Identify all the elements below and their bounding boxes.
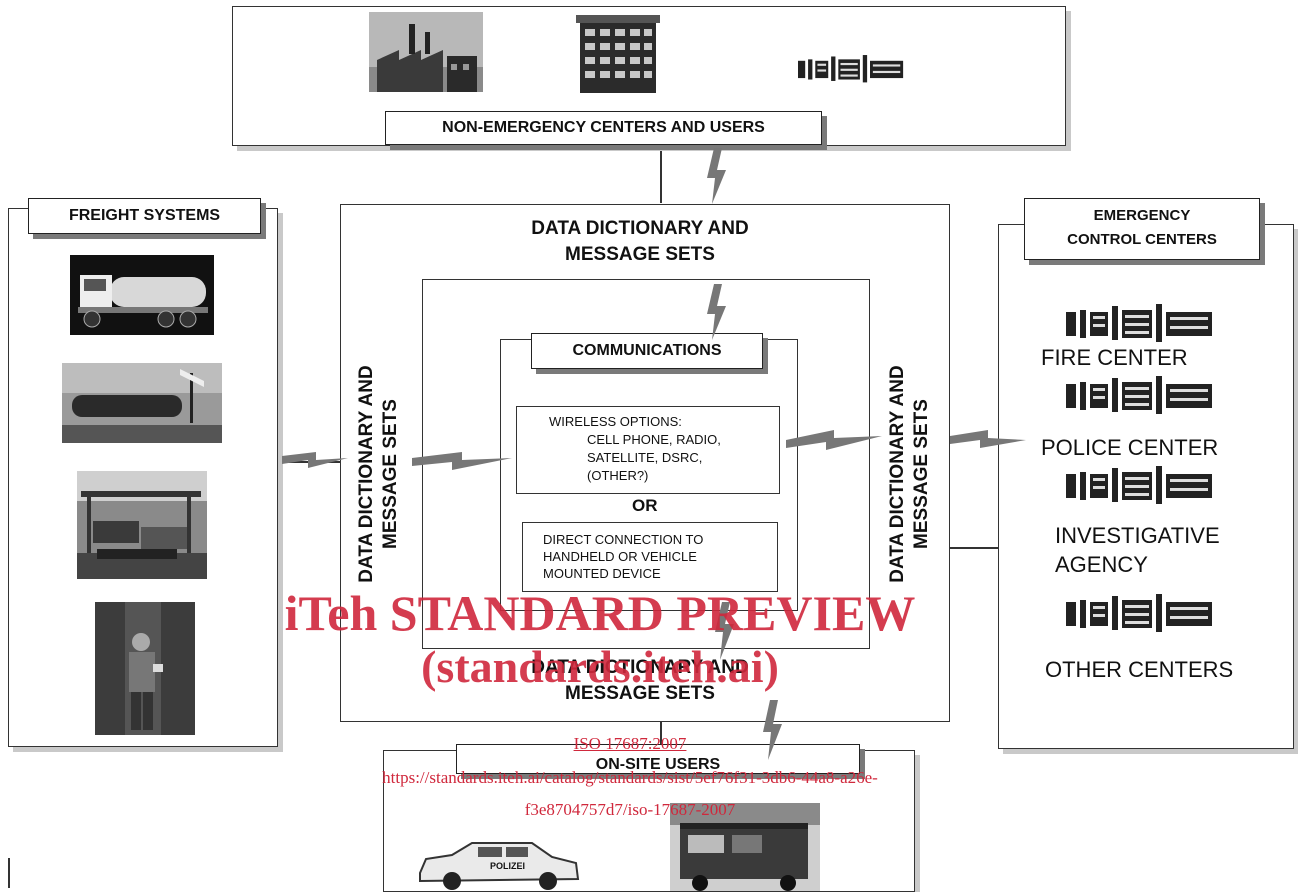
lightning-bolt-icon: [704, 284, 730, 340]
connector-top: [660, 145, 662, 203]
wireless-line1: CELL PHONE, RADIO,: [587, 431, 721, 449]
watermark-subtitle: (standards.iteh.ai): [350, 640, 850, 693]
direct-line3: MOUNTED DEVICE: [543, 565, 661, 582]
connector-right: [950, 547, 998, 549]
lightning-bolt-icon: [786, 428, 882, 452]
wireless-line2: SATELLITE, DSRC,: [587, 449, 702, 467]
lightning-bolt-icon: [412, 448, 512, 472]
non-emergency-label: NON-EMERGENCY CENTERS AND USERS: [385, 111, 822, 145]
center-name-fire: FIRE CENTER: [1041, 345, 1188, 371]
wireless-options-box: WIRELESS OPTIONS: CELL PHONE, RADIO, SAT…: [516, 406, 780, 494]
freight-label: FREIGHT SYSTEMS: [28, 198, 261, 234]
dictionary-left-line2: MESSAGE SETS: [379, 324, 403, 624]
dictionary-right-line1: DATA DICTIONARY AND: [886, 324, 910, 624]
center-name-investigative: INVESTIGATIVE: [1055, 523, 1220, 549]
dictionary-right-line2: MESSAGE SETS: [910, 324, 934, 624]
dictionary-left-line1: DATA DICTIONARY AND: [355, 324, 379, 624]
control-center-icon: [798, 53, 906, 83]
wireless-line3: (OTHER?): [587, 467, 648, 485]
container-yard-photo: [77, 471, 207, 579]
watermark-iso-link[interactable]: ISO 17687:2007: [500, 734, 760, 754]
watermark-title: iTeh STANDARD PREVIEW: [250, 584, 950, 642]
dictionary-top-line2: MESSAGE SETS: [440, 242, 840, 268]
watermark-url-line1[interactable]: https://standards.iteh.ai/catalog/standa…: [200, 768, 1060, 788]
investigative-agency-building-icon: [1066, 464, 1216, 504]
direct-line1: DIRECT CONNECTION TO: [543, 531, 703, 548]
wireless-title: WIRELESS OPTIONS:: [549, 413, 682, 431]
dictionary-left-text: DATA DICTIONARY AND MESSAGE SETS: [355, 324, 407, 624]
or-text: OR: [632, 496, 658, 516]
fire-center-building-icon: [1066, 302, 1216, 342]
handheld-worker-photo: [95, 602, 195, 735]
center-name-other: OTHER CENTERS: [1045, 657, 1233, 683]
lightning-bolt-icon: [704, 148, 730, 204]
rail-tanker-photo: [62, 363, 222, 443]
other-centers-building-icon: [1066, 592, 1216, 632]
police-car-photo: POLIZEI: [412, 833, 582, 891]
svg-text:POLIZEI: POLIZEI: [490, 861, 525, 871]
office-building-icon: [576, 15, 660, 93]
lightning-bolt-icon: [760, 700, 786, 760]
lightning-bolt-icon: [282, 448, 348, 472]
edge-mark: [8, 858, 10, 888]
watermark-url-line2[interactable]: f3e8704757d7/iso-17687-2007: [450, 800, 810, 820]
center-name-agency: AGENCY: [1055, 552, 1148, 578]
dictionary-top-line1: DATA DICTIONARY AND: [440, 216, 840, 242]
lightning-bolt-icon: [950, 428, 1026, 452]
police-center-building-icon: [1066, 374, 1216, 414]
freight-panel: [8, 208, 278, 747]
factory-icon: [369, 12, 483, 92]
dictionary-top-text: DATA DICTIONARY AND MESSAGE SETS: [440, 216, 840, 268]
dictionary-right-text: DATA DICTIONARY AND MESSAGE SETS: [886, 324, 938, 624]
direct-line2: HANDHELD OR VEHICLE: [543, 548, 697, 565]
emergency-label: EMERGENCY CONTROL CENTERS: [1024, 198, 1260, 260]
center-name-police: POLICE CENTER: [1041, 435, 1218, 461]
tanker-truck-photo: [70, 255, 214, 335]
emergency-label-line1: EMERGENCY: [1025, 204, 1259, 228]
emergency-label-line2: CONTROL CENTERS: [1025, 228, 1259, 252]
direct-connection-box: DIRECT CONNECTION TO HANDHELD OR VEHICLE…: [522, 522, 778, 592]
